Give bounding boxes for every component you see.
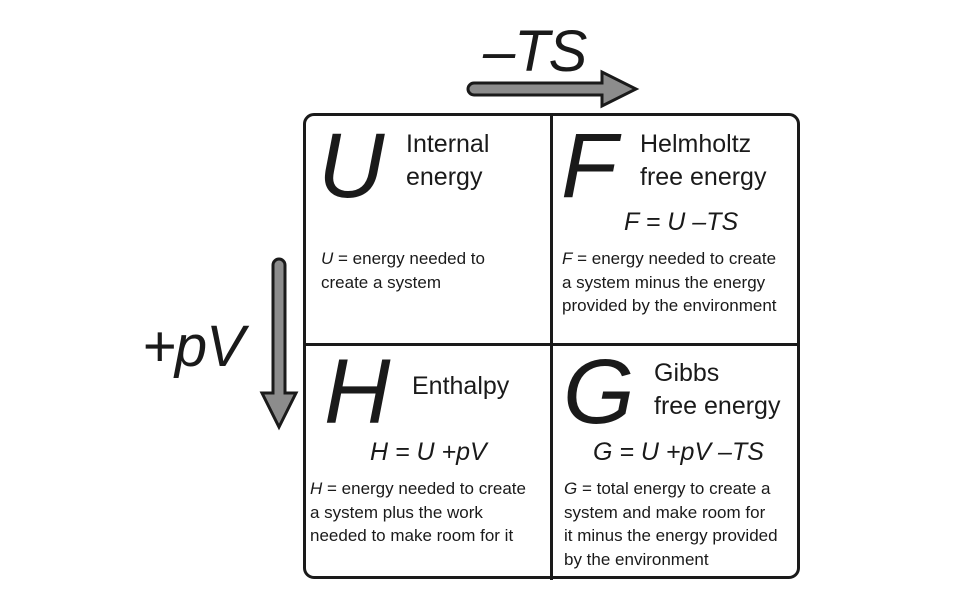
desc-line-1: = energy needed to create (572, 249, 777, 268)
formula-gibbs: G = U +pV –TS (593, 438, 764, 466)
grid-vertical-divider (550, 114, 553, 580)
name-line-1: Helmholtz (640, 130, 752, 158)
name-gibbs-free-energy: Gibbs free energy (654, 357, 780, 423)
desc-symbol: G (564, 479, 578, 498)
description-internal-energy: U = energy needed to create a system (321, 247, 485, 294)
desc-line-3: needed to make room for it (310, 526, 514, 545)
horizontal-arrow (466, 69, 640, 109)
desc-line-2: a system minus the energy (562, 272, 766, 292)
desc-symbol: H (310, 479, 323, 498)
description-enthalpy: H = energy needed to create a system plu… (310, 477, 526, 548)
formula-enthalpy: H = U +pV (370, 438, 487, 466)
grid-horizontal-divider (304, 343, 800, 346)
symbol-u: U (318, 115, 385, 217)
desc-line-2: system and make room for (564, 502, 766, 522)
description-helmholtz-free-energy: F = energy needed to create a system min… (562, 247, 777, 318)
desc-line-2: create a system (321, 272, 441, 292)
description-gibbs-free-energy: G = total energy to create a system and … (564, 477, 778, 571)
desc-symbol: U (321, 249, 334, 268)
desc-line-3: provided by the environment (562, 296, 777, 315)
name-internal-energy: Internal energy (406, 128, 489, 194)
name-line-2: free energy (654, 392, 781, 420)
desc-line-1: = energy needed to create (322, 479, 526, 498)
formula-helmholtz: F = U –TS (624, 208, 739, 236)
name-line-1: Internal (406, 130, 490, 158)
vertical-arrow (259, 257, 299, 431)
name-line-1: Gibbs (654, 359, 720, 387)
desc-line-4: by the environment (564, 549, 709, 569)
symbol-h: H (324, 341, 391, 443)
desc-line-1: = energy needed to (333, 249, 485, 268)
name-enthalpy: Enthalpy (412, 372, 510, 400)
name-helmholtz-free-energy: Helmholtz free energy (640, 128, 766, 194)
desc-line-1: = total energy to create a (577, 479, 771, 498)
symbol-f: F (561, 115, 618, 217)
horizontal-axis-label: –TS (483, 19, 587, 84)
name-line-2: free energy (640, 163, 767, 191)
symbol-g: G (563, 341, 635, 443)
name-line-2: energy (406, 163, 483, 191)
desc-line-3: it minus the energy provided (564, 526, 778, 545)
desc-line-2: a system plus the work (310, 502, 483, 522)
vertical-axis-label: +pV (142, 314, 245, 379)
desc-symbol: F (562, 249, 573, 268)
